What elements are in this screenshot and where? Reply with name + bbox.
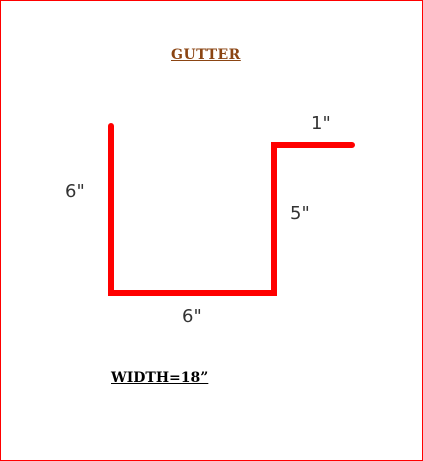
top-flange-dimension: 1" [311, 113, 331, 134]
left-side-dimension: 6" [65, 181, 85, 202]
right-side-dimension: 5" [290, 203, 310, 224]
total-width-label: WIDTH=18” [111, 370, 209, 386]
bottom-dimension: 6" [182, 306, 202, 327]
diagram-title: GUTTER [171, 47, 241, 63]
gutter-profile-line [108, 123, 355, 296]
